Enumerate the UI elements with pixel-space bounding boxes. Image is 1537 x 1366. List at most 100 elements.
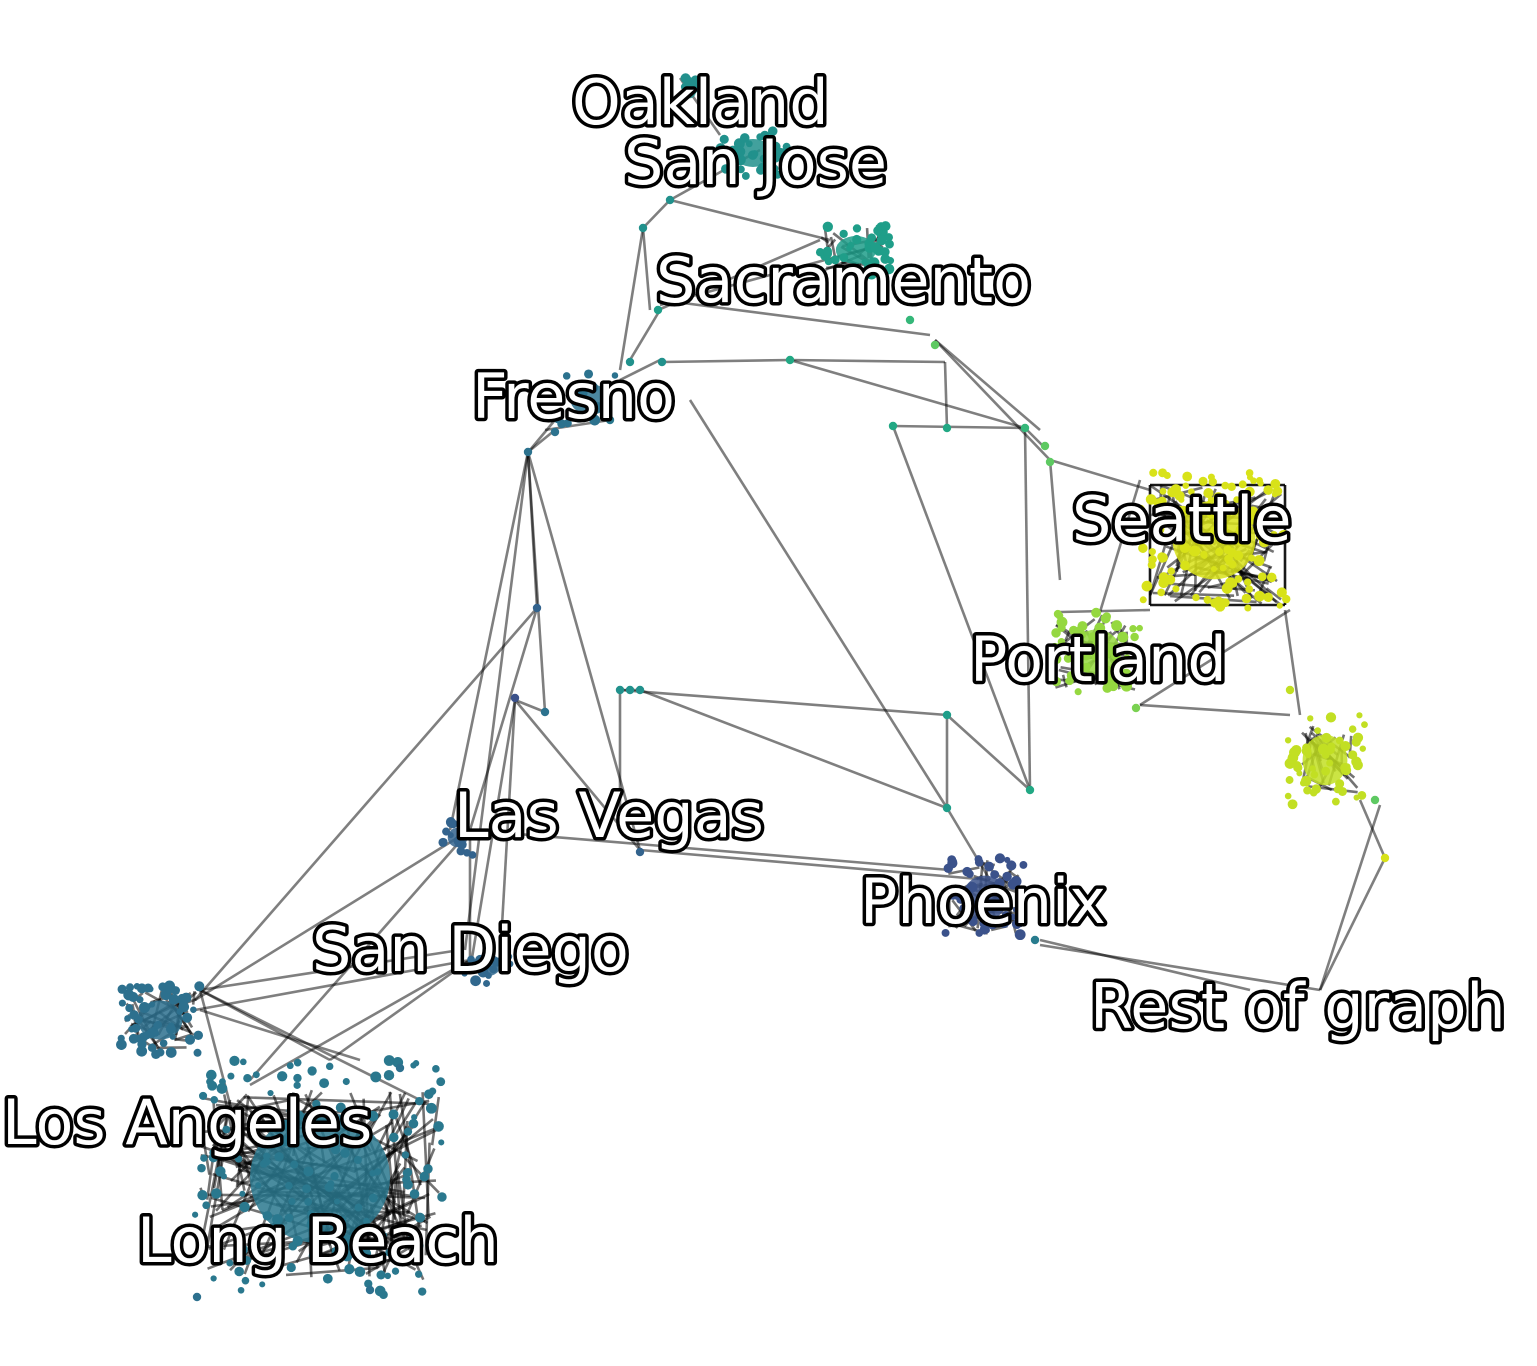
node-long-beach — [246, 1118, 258, 1130]
node-seattle — [1239, 509, 1248, 518]
node-long-beach — [211, 1188, 222, 1199]
node-seattle — [1243, 578, 1252, 586]
node-phoenix — [997, 899, 1007, 908]
corridor-node — [1370, 795, 1380, 805]
node-long-beach — [363, 1217, 370, 1225]
node-rest-of-graph — [1348, 725, 1357, 733]
cluster-edge — [393, 1099, 419, 1137]
node-san-diego — [463, 962, 472, 971]
node-san-diego — [491, 957, 501, 967]
node-long-beach — [222, 1125, 231, 1134]
corridor-edge — [194, 828, 471, 1002]
node-phoenix — [975, 929, 984, 937]
node-sacramento — [867, 233, 877, 243]
node-phoenix — [941, 928, 950, 937]
node-phoenix — [947, 916, 956, 925]
node-san-jose — [728, 145, 738, 156]
node-portland — [1063, 654, 1073, 663]
node-seattle — [1203, 595, 1212, 604]
node-san-jose — [719, 134, 729, 144]
node-las-vegas — [442, 827, 451, 836]
cluster-edge — [243, 1096, 429, 1106]
node-seattle — [1189, 527, 1197, 535]
node-seattle — [1205, 500, 1214, 509]
corridor-node — [395, 1063, 405, 1073]
node-long-beach — [391, 1267, 400, 1275]
node-long-beach — [288, 1241, 298, 1251]
node-sacramento — [822, 221, 833, 232]
node-rest-of-graph — [1340, 762, 1351, 773]
node-san-jose — [745, 140, 753, 148]
corridor-edge — [934, 339, 1041, 431]
corridor-edge — [199, 1008, 361, 1062]
node-seattle — [1257, 480, 1264, 487]
node-rest-of-graph — [1284, 792, 1292, 800]
node-san-jose — [767, 126, 778, 136]
node-portland — [1065, 677, 1072, 685]
node-long-beach — [283, 1119, 295, 1130]
node-seattle — [1222, 499, 1230, 507]
cluster-edge — [232, 1097, 298, 1114]
node-fresno — [604, 405, 612, 413]
node-long-beach — [234, 1155, 243, 1163]
node-seattle — [1214, 508, 1223, 516]
node-rest-of-graph — [1361, 721, 1368, 729]
node-portland — [1074, 688, 1082, 696]
node-seattle — [1255, 533, 1263, 540]
node-seattle — [1244, 604, 1252, 612]
node-long-beach — [293, 1110, 304, 1121]
label-las-vegas: Las Vegas — [454, 779, 764, 852]
corridor-node — [625, 685, 635, 695]
node-seattle — [1182, 471, 1193, 482]
node-long-beach — [307, 1066, 317, 1076]
node-portland — [1120, 668, 1132, 680]
node-seattle — [1161, 535, 1172, 545]
node-long-beach — [192, 1211, 199, 1218]
node-long-beach — [208, 1152, 219, 1163]
node-seattle — [1241, 593, 1252, 604]
node-seattle — [1257, 572, 1267, 582]
corridor-edge — [529, 419, 556, 451]
node-long-beach — [197, 1189, 208, 1201]
corridor-node — [905, 315, 915, 325]
node-los-angeles — [128, 1033, 139, 1044]
node-long-beach — [310, 1244, 318, 1252]
node-rest-of-graph — [1296, 770, 1303, 777]
node-seattle — [1141, 580, 1153, 592]
node-long-beach — [288, 1197, 296, 1206]
node-rest-of-graph — [1284, 737, 1292, 744]
node-long-beach — [206, 1069, 217, 1081]
corridor-node — [510, 693, 520, 703]
corridor-node — [635, 847, 645, 857]
node-seattle — [1213, 492, 1224, 503]
corridor-node — [625, 357, 635, 367]
corridor-edge — [1283, 609, 1302, 716]
node-long-beach — [335, 1102, 346, 1113]
node-long-beach — [325, 1062, 334, 1071]
node-long-beach — [306, 1218, 318, 1230]
node-long-beach — [402, 1179, 413, 1190]
node-long-beach — [328, 1115, 338, 1125]
corridor-node — [550, 427, 560, 437]
node-los-angeles — [171, 986, 180, 995]
node-long-beach — [401, 1151, 410, 1159]
node-san-jose — [721, 164, 731, 174]
node-san-jose — [782, 142, 791, 151]
corridor-node — [888, 421, 898, 431]
node-seattle — [1221, 481, 1230, 490]
corridor-edge — [641, 227, 652, 311]
node-long-beach — [331, 1145, 341, 1155]
node-phoenix — [1012, 906, 1020, 913]
node-oakland — [683, 76, 695, 88]
node-seattle — [1242, 530, 1250, 538]
node-long-beach — [361, 1248, 372, 1259]
node-seattle — [1158, 577, 1169, 589]
corridor-edge — [498, 699, 517, 961]
node-los-angeles — [193, 1048, 202, 1057]
node-long-beach — [200, 1154, 208, 1162]
node-los-angeles — [126, 983, 135, 992]
node-rest-of-graph — [1300, 775, 1312, 787]
node-los-angeles — [116, 1039, 127, 1050]
corridor-edge — [618, 227, 645, 371]
node-seattle — [1203, 488, 1214, 499]
